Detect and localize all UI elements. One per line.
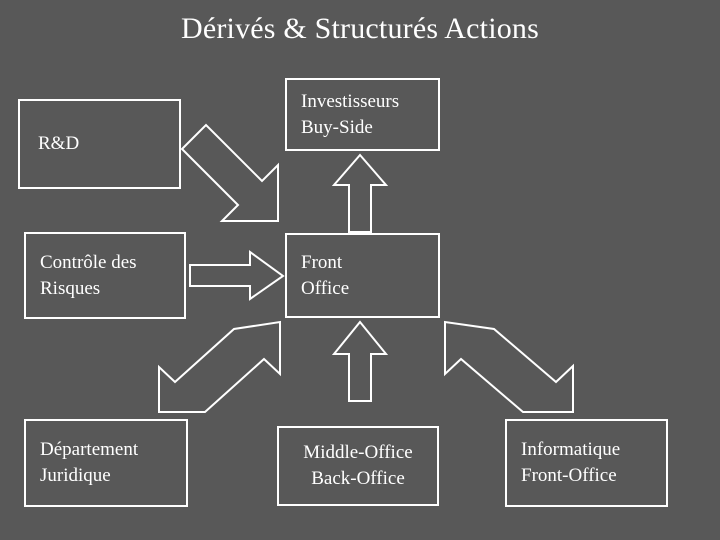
box-departement-juridique[interactable]: Département Juridique: [24, 419, 188, 507]
box-investisseurs-line-2: Buy-Side: [301, 116, 373, 138]
box-front-office-line-1: Front: [301, 251, 343, 273]
box-departement-line-1: Département: [40, 439, 139, 461]
arrow-middle-to-front-office: [331, 320, 389, 402]
arrow-departement-to-front-office: [158, 320, 282, 414]
box-front-office[interactable]: Front Office: [285, 233, 440, 318]
box-middle-line-2: Back-Office: [311, 468, 405, 489]
box-rd[interactable]: R&D: [18, 99, 181, 189]
box-investisseurs-line-1: Investisseurs: [301, 90, 400, 112]
box-rd-line-1: R&D: [38, 133, 80, 155]
arrow-informatique-to-front-office: [443, 320, 575, 414]
box-front-office-line-2: Office: [301, 277, 350, 299]
box-informatique-line-1: Informatique: [521, 439, 621, 461]
box-controle-line-2: Risques: [40, 277, 101, 299]
page-title: Dérivés & Structurés Actions: [180, 12, 540, 45]
arrow-front-office-to-investisseurs: [331, 153, 389, 233]
box-informatique-front-office[interactable]: Informatique Front-Office: [505, 419, 668, 507]
box-controle-line-1: Contrôle des: [40, 251, 137, 273]
box-middle-back-office[interactable]: Middle-Office Back-Office: [277, 426, 439, 506]
arrow-controle-to-front-office: [189, 250, 285, 301]
box-investisseurs[interactable]: Investisseurs Buy-Side: [285, 78, 440, 151]
box-informatique-line-2: Front-Office: [521, 465, 617, 486]
box-middle-line-1: Middle-Office: [303, 442, 413, 464]
box-departement-line-2: Juridique: [40, 465, 111, 486]
arrow-rd-to-front-office: [180, 123, 290, 235]
box-controle-des-risques[interactable]: Contrôle des Risques: [24, 232, 186, 319]
